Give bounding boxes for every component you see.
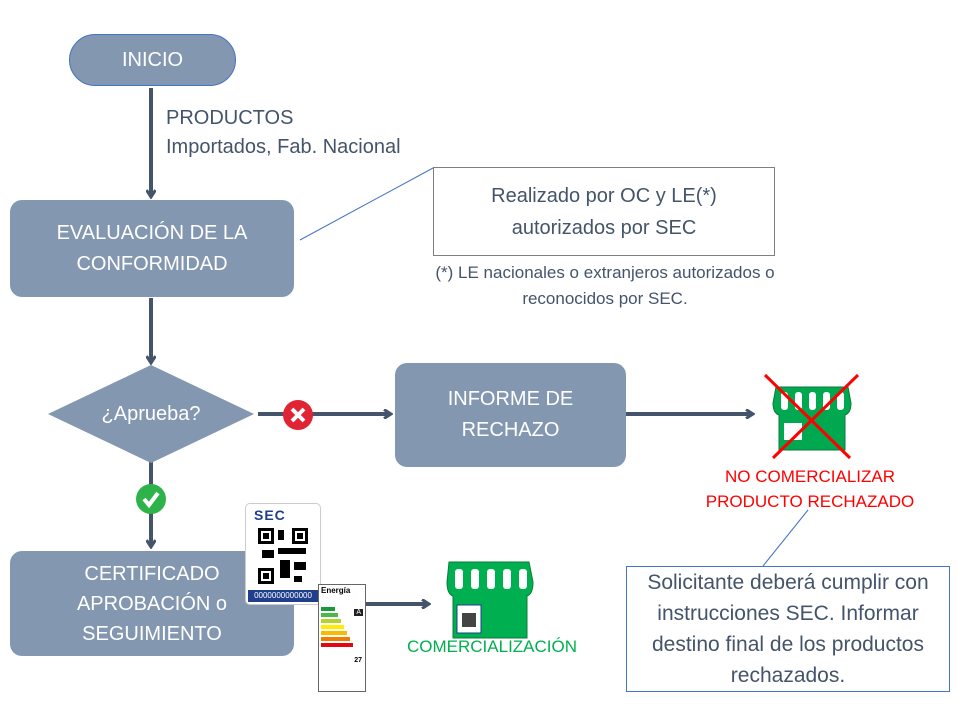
no-sale-label: NO COMERCIALIZAR PRODUCTO RECHAZADO [690, 464, 930, 514]
decision-label: ¿Aprueba? [101, 403, 201, 425]
callout-line-eval [299, 167, 434, 241]
products-line1: PRODUCTOS [166, 107, 294, 129]
rejection-report-label: INFORME DE RECHAZO [447, 388, 574, 441]
performed-by-note: Realizado por OC y LE(*) autorizados por… [433, 167, 775, 256]
applicant-note-text: Solicitante deberá cumplir con instrucci… [647, 571, 929, 687]
store-icon [446, 561, 534, 639]
sec-logo: SEC [254, 507, 286, 523]
energy-label: Energía A 27 [318, 584, 366, 692]
no-sale-line1: NO COMERCIALIZAR [724, 467, 896, 486]
no-sale-line2: PRODUCTO RECHAZADO [705, 492, 915, 511]
evaluation-label: EVALUACIÓN DE LA CONFORMIDAD [56, 221, 248, 275]
evaluation-node: EVALUACIÓN DE LA CONFORMIDAD [10, 200, 294, 297]
decision-diamond [48, 365, 254, 463]
qr-code-icon [258, 528, 308, 584]
performed-by-text: Realizado por OC y LE(*) autorizados por… [491, 184, 717, 239]
commercialization-label: COMERCIALIZACIÓN [407, 637, 578, 656]
products-line2: Importados, Fab. Nacional [166, 136, 401, 158]
energy-class: A [354, 609, 363, 616]
energy-value: 27 [354, 657, 362, 664]
applicant-note: Solicitante deberá cumplir con instrucci… [626, 566, 950, 692]
energy-title: Energía [321, 586, 351, 595]
footnote: (*) LE nacionales o extranjeros autoriza… [435, 263, 775, 308]
start-label: INICIO [121, 48, 184, 71]
callout-line-reject [762, 509, 809, 567]
sec-number: 0000000000000 [248, 590, 318, 602]
start-node: INICIO [69, 34, 236, 86]
cross-circle-icon [283, 400, 313, 430]
certificate-node: CERTIFICADO APROBACIÓN o SEGUIMIENTO [10, 551, 294, 656]
check-circle-icon [136, 484, 166, 514]
sec-badge: SEC 0000000000000 [245, 503, 321, 605]
certificate-label: CERTIFICADO APROBACIÓN o SEGUIMIENTO [76, 562, 228, 645]
rejection-report-node: INFORME DE RECHAZO [395, 363, 626, 467]
store-crossed-icon [763, 373, 860, 460]
products-label: PRODUCTOS Importados, Fab. Nacional [166, 104, 401, 162]
